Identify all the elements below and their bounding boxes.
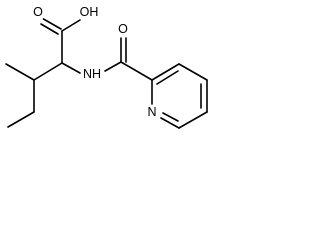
bond-beta-methyl — [5, 63, 35, 81]
bond-acid-c-o-double-a — [42, 18, 62, 30]
bond-acid-c-oh — [61, 19, 81, 32]
ring-bond-c3-c4 — [178, 63, 208, 81]
ring-bond-c6-n — [160, 117, 180, 129]
oxygen-label-amide: O — [118, 22, 128, 36]
bond-nh-amide-c — [104, 61, 122, 72]
ring-bond-c2-c3 — [151, 63, 180, 81]
ring-double-n-c6 — [162, 112, 179, 122]
nh-label: NH — [83, 67, 101, 81]
bond-acid-c-o-double-b — [40, 23, 59, 35]
oxygen-label-acid: O — [33, 5, 43, 19]
hydroxyl-label: OH — [80, 5, 99, 19]
bond-gamma-delta — [7, 111, 35, 128]
ring-bond-c5-c6 — [178, 111, 208, 129]
molecule-diagram: O OH NH O N — [5, 5, 208, 129]
bond-alpha-beta — [33, 62, 63, 81]
bond-alpha-nh — [61, 62, 81, 74]
ring-double-c2-c3 — [156, 70, 179, 85]
pyridine-nitrogen-label: N — [147, 105, 156, 119]
bond-amide-c-ring — [120, 61, 153, 81]
